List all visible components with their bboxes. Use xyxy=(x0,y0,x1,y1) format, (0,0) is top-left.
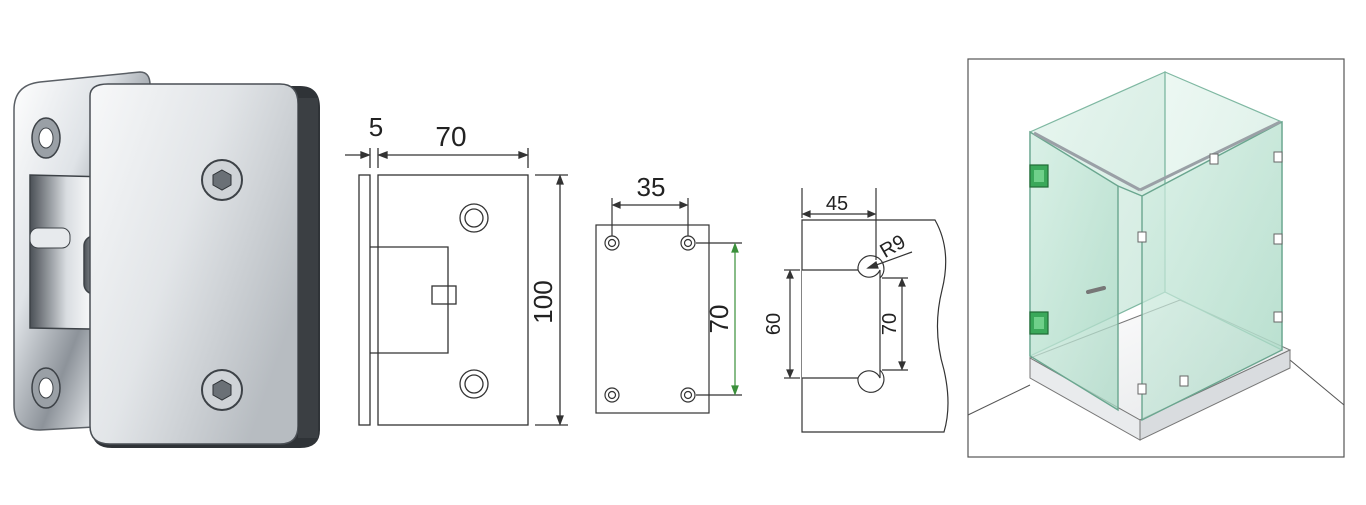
dim-cutout-offset-label: 45 xyxy=(826,193,848,215)
cutout-notch-outline xyxy=(802,269,881,379)
hex-screw-icon xyxy=(201,159,243,201)
plate-hole-icon xyxy=(459,203,489,233)
hinge-dimension-drawing xyxy=(345,148,568,426)
dim-cutout-radius-label: R9 xyxy=(876,231,909,263)
plate-outline xyxy=(377,174,529,426)
dim-width-label: 70 xyxy=(435,121,466,152)
plate-thickness-outline xyxy=(358,174,371,426)
drilling-template xyxy=(595,198,742,414)
dim-cutout-hole-spacing-label: 70 xyxy=(879,313,901,335)
template-hole-icon xyxy=(680,235,696,251)
template-hole-icon xyxy=(604,235,620,251)
plate-recess-outline xyxy=(370,246,449,354)
hinge-highlight-icon xyxy=(1029,164,1049,188)
door-knob-icon xyxy=(1086,286,1106,294)
hinge-highlight-icon xyxy=(1029,311,1049,335)
dim-thickness-label: 5 xyxy=(369,112,383,142)
plate-hole-icon xyxy=(459,369,489,399)
template-outline xyxy=(595,224,710,414)
wall-plate-screw-icon xyxy=(31,367,61,409)
dim-hole-spacing-y-label: 70 xyxy=(704,305,734,334)
template-hole-icon xyxy=(604,387,620,403)
glass-cutout-drawing xyxy=(784,188,949,433)
dim-hole-spacing-x-label: 35 xyxy=(637,172,666,202)
hinge-product-photo xyxy=(13,71,320,448)
wall-plate-screw-icon xyxy=(31,117,61,159)
dim-height-label: 100 xyxy=(528,280,558,323)
hex-screw-icon xyxy=(201,369,243,411)
shower-enclosure-illustration xyxy=(967,58,1345,458)
dim-cutout-height-label: 60 xyxy=(763,313,785,335)
template-hole-icon xyxy=(680,387,696,403)
plate-pin-outline xyxy=(431,285,457,305)
glass-panel-outline xyxy=(801,219,949,433)
